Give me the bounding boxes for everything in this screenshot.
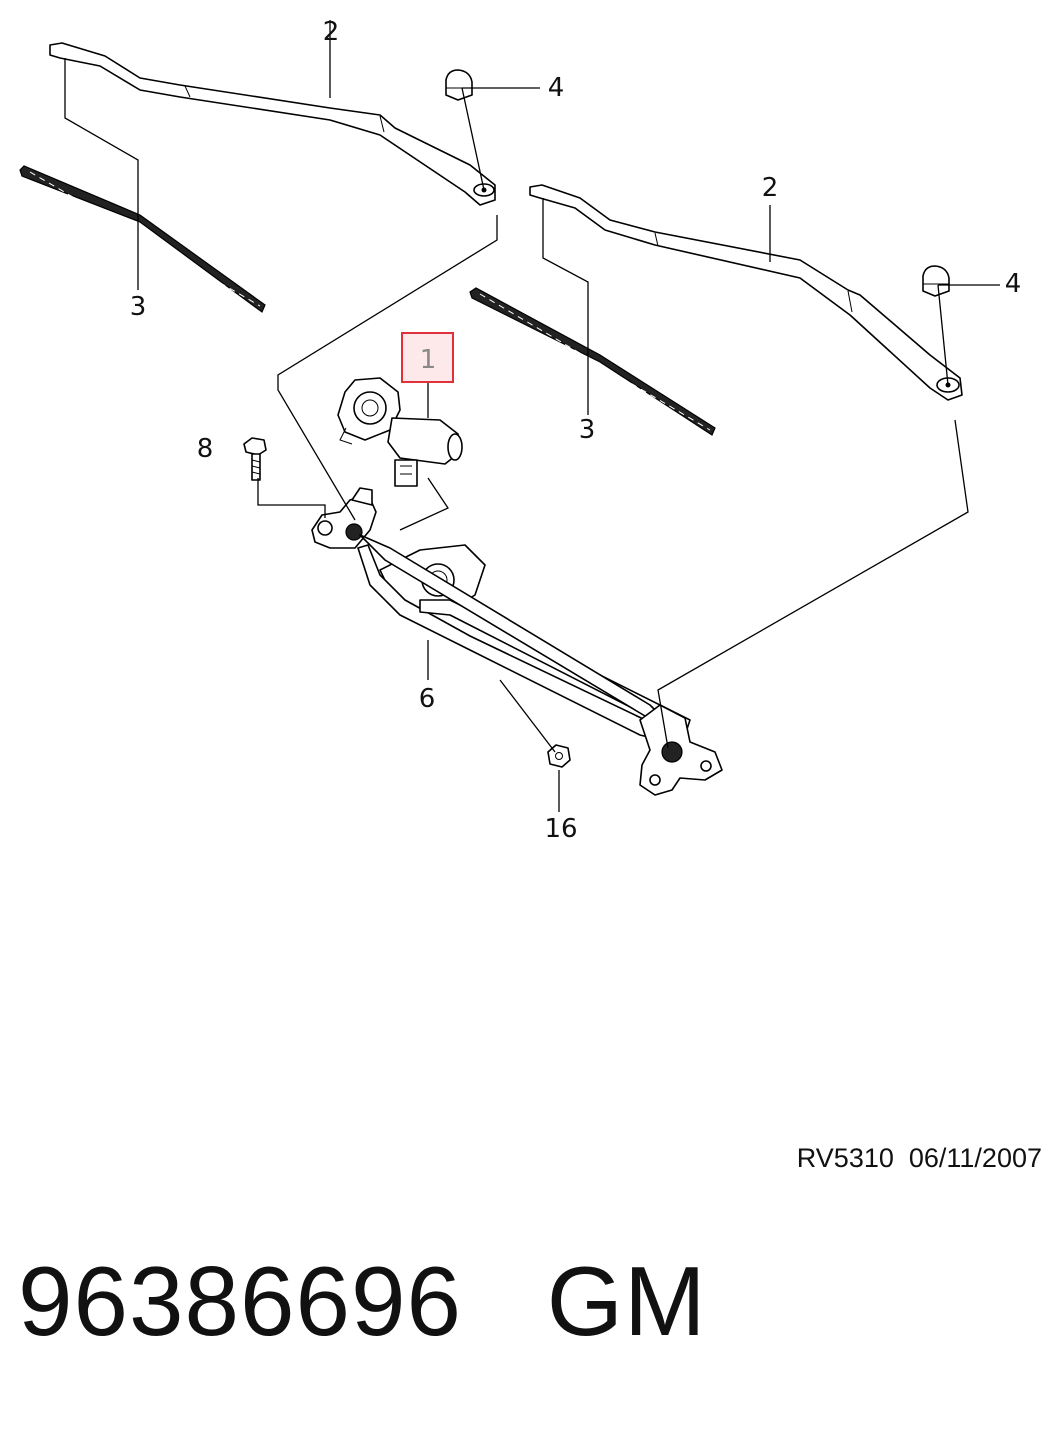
callout-blade-left: 3 [130, 292, 147, 322]
callout-cap-left: 4 [548, 73, 565, 103]
callout-cap-right: 4 [1005, 269, 1022, 299]
exploded-parts-diagram: 1 2 2 3 3 4 4 8 6 16 [19, 17, 1022, 844]
wiper-arm-right [529, 184, 963, 401]
callout-bolt: 8 [197, 434, 214, 464]
bolt [243, 437, 267, 481]
callout-nut: 16 [544, 814, 577, 844]
wiper-linkage [311, 487, 723, 796]
part-number: 96386696 [18, 1246, 463, 1356]
leader-lines [64, 20, 1000, 812]
callout-arm-right: 2 [762, 173, 779, 203]
callout-blade-right: 3 [579, 415, 596, 445]
callout-linkage: 6 [419, 684, 436, 714]
wiper-motor [337, 377, 463, 487]
wiper-arm-left [49, 42, 496, 206]
nut-cap-left [445, 69, 473, 101]
hex-nut [547, 744, 571, 768]
brand-name: GM [546, 1246, 707, 1356]
wiper-blade-left [19, 165, 266, 313]
diagram-reference: RV5310 06/11/2007 [796, 1143, 1042, 1173]
highlight-box [401, 332, 454, 383]
nut-cap-right [922, 265, 950, 297]
callout-arm-left: 2 [323, 17, 340, 47]
callout-motor: 1 [420, 345, 437, 375]
wiper-blade-right [469, 287, 716, 436]
part-number-line: 96386696 GM [18, 1246, 1048, 1356]
